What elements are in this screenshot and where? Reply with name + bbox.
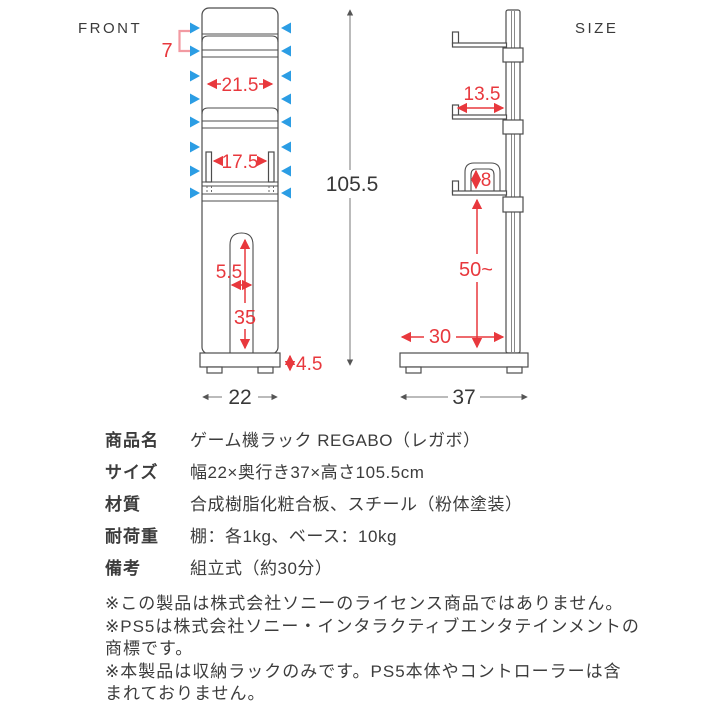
note-line: ※本製品は収納ラックのみです。PS5本体やコントローラーは含	[105, 661, 622, 681]
note-line: ※PS5は株式会社ソニー・インタラクティブエンタテインメントの	[105, 616, 640, 636]
dim-front-base-height: 4.5	[284, 354, 322, 375]
spec-row-remarks: 備考 組立式（約30分）	[105, 560, 713, 578]
spec-row-load-capacity: 耐荷重 棚：各1kg、ベース：10kg	[105, 528, 713, 546]
disclaimer-notes: ※この製品は株式会社ソニーのライセンス商品ではありません。 ※PS5は株式会社ソ…	[105, 593, 713, 706]
note-line: ※この製品は株式会社ソニーのライセンス商品ではありません。	[105, 594, 624, 613]
dim-front-lower-shelf-width: 17.5	[212, 152, 268, 173]
svg-text:4.5: 4.5	[296, 354, 322, 375]
front-base	[199, 352, 281, 368]
spec-row-product-name: 商品名 ゲーム機ラック REGABO（レガボ）	[105, 432, 713, 450]
side-base	[399, 352, 529, 368]
note-line: まれておりません。	[105, 684, 266, 703]
dim-front-top-section: 7	[161, 29, 190, 62]
front-slot	[229, 232, 254, 353]
dim-side-shelf-depth: 13.5	[456, 84, 505, 114]
spec-label: サイズ	[105, 463, 159, 482]
svg-text:30: 30	[429, 326, 451, 348]
size-view-label: SIZE	[575, 20, 618, 37]
shelf-marker-triangles	[190, 22, 291, 199]
front-rack-outline	[199, 7, 281, 374]
spec-value: 幅22×奥行き37×高さ105.5cm	[190, 463, 425, 482]
dim-front-slot-width: 5.5	[216, 262, 253, 291]
front-foot-left	[206, 366, 223, 374]
svg-text:5.5: 5.5	[216, 262, 242, 283]
svg-text:7: 7	[161, 40, 172, 62]
svg-text:8: 8	[481, 170, 492, 191]
front-foot-right	[257, 366, 274, 374]
side-hook	[464, 162, 501, 191]
spec-table: 商品名 ゲーム機ラック REGABO（レガボ） サイズ 幅22×奥行き37×高さ…	[105, 432, 713, 578]
front-view-label: FRONT	[78, 20, 142, 37]
spec-row-material: 材質 合成樹脂化粧合板、スチール（粉体塗装）	[105, 496, 713, 514]
dim-front-total-height: 105.5	[326, 9, 379, 366]
spec-label: 材質	[105, 495, 141, 514]
side-foot-right	[506, 366, 523, 374]
side-foot-left	[405, 366, 422, 374]
svg-text:17.5: 17.5	[222, 152, 259, 173]
note-line: 商標です。	[105, 639, 194, 658]
svg-text:22: 22	[228, 386, 251, 409]
spec-value: 組立式（約30分）	[190, 559, 333, 578]
dim-side-pole-clearance: 50~	[459, 198, 493, 349]
side-rack-outline	[399, 9, 529, 374]
dim-front-width: 22	[202, 386, 278, 409]
spec-label: 耐荷重	[105, 527, 159, 546]
svg-text:35: 35	[234, 307, 256, 329]
dim-side-depth: 37	[400, 386, 528, 409]
svg-text:105.5: 105.5	[326, 173, 379, 196]
svg-text:37: 37	[452, 386, 475, 409]
dim-side-base-front: 30	[400, 326, 505, 348]
spec-value: ゲーム機ラック REGABO（レガボ）	[190, 431, 481, 450]
svg-text:50~: 50~	[459, 259, 493, 281]
spec-value: 棚：各1kg、ベース：10kg	[190, 527, 397, 546]
dim-front-slot-height: 35	[234, 238, 256, 350]
front-view: FRONT	[78, 7, 379, 409]
svg-text:21.5: 21.5	[222, 75, 259, 96]
dim-front-shelf-width: 21.5	[206, 75, 274, 96]
spec-row-size: サイズ 幅22×奥行き37×高さ105.5cm	[105, 464, 713, 482]
spec-label: 商品名	[105, 431, 159, 450]
svg-text:13.5: 13.5	[464, 84, 501, 105]
dim-side-hook-height: 8	[470, 169, 492, 191]
spec-value: 合成樹脂化粧合板、スチール（粉体塗装）	[190, 495, 523, 514]
dimension-diagram: FRONT	[78, 7, 618, 409]
side-view: SIZE 13.5	[399, 9, 618, 409]
spec-label: 備考	[105, 559, 141, 578]
